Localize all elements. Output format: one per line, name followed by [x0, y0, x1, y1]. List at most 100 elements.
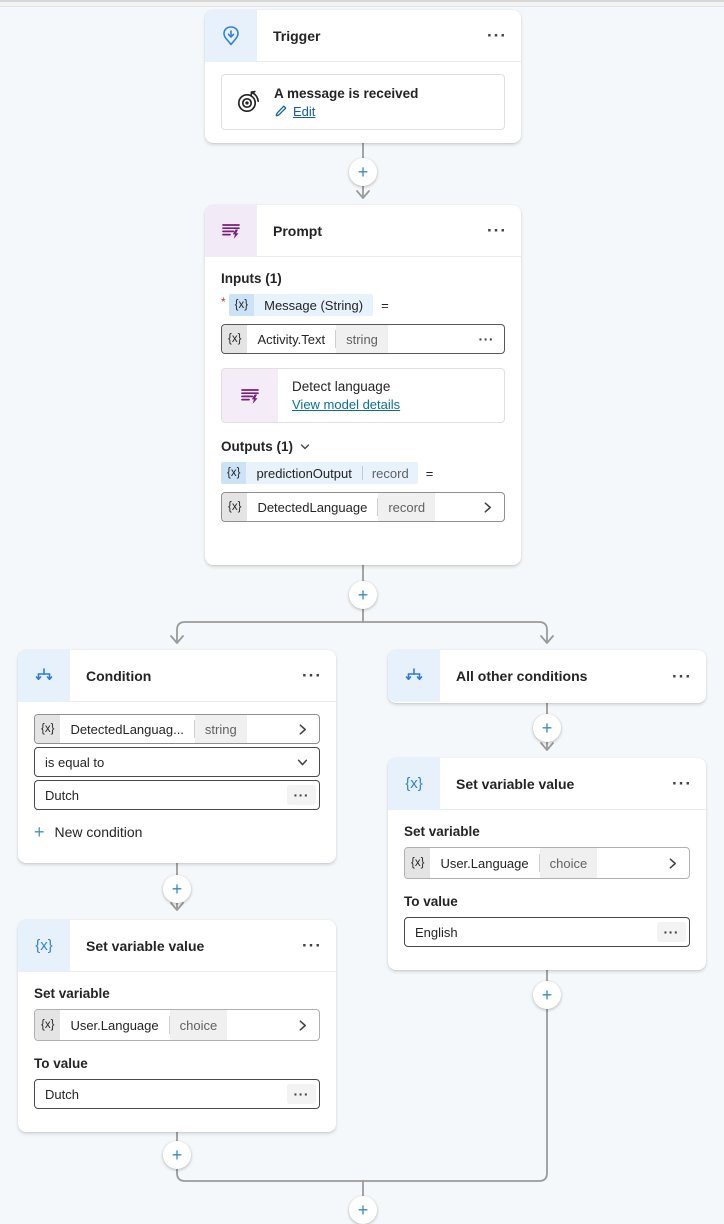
trigger-action-card[interactable]: A message is received Edit: [221, 74, 505, 130]
all-other-conditions-more-button[interactable]: ···: [672, 666, 692, 686]
trigger-header[interactable]: Trigger ···: [205, 9, 521, 62]
condition-value-more-button[interactable]: ···: [286, 784, 316, 806]
variable-name: User.Language: [440, 855, 529, 871]
add-node-button[interactable]: +: [349, 581, 377, 609]
set-variable-label: Set variable: [34, 986, 110, 1001]
add-node-button[interactable]: +: [349, 1196, 377, 1224]
branch-icon: [405, 668, 423, 681]
set-variable-node-right[interactable]: {x} Set variable value ··· Set variable …: [388, 757, 706, 970]
all-other-conditions-header[interactable]: All other conditions ···: [388, 650, 706, 702]
target-icon: [237, 90, 260, 113]
plus-icon: +: [171, 1145, 183, 1165]
set-variable-node-left[interactable]: {x} Set variable value ··· Set variable …: [18, 919, 336, 1132]
prompt-more-button[interactable]: ···: [487, 221, 507, 240]
variable-name: User.Language: [70, 1017, 159, 1033]
divider: [335, 330, 337, 348]
plus-icon: +: [34, 822, 45, 842]
condition-node[interactable]: Condition ··· {x} DetectedLanguag... str…: [18, 649, 336, 863]
plus-icon: +: [357, 585, 369, 605]
canvas-top-edge: [0, 0, 724, 7]
chevron-right-icon[interactable]: [666, 857, 679, 870]
to-value-more-button[interactable]: ···: [656, 921, 686, 943]
condition-title: Condition: [86, 667, 152, 684]
all-other-conditions-node[interactable]: All other conditions ···: [388, 650, 706, 703]
chevron-right-icon[interactable]: [296, 723, 309, 736]
equals-sign: =: [381, 297, 389, 313]
variable-type: choice: [539, 848, 598, 878]
plus-icon: +: [357, 1200, 369, 1220]
result-name: DetectedLanguage: [257, 499, 368, 515]
prompt-header[interactable]: Prompt ···: [205, 204, 521, 257]
variable-picker[interactable]: {x} User.Language choice: [34, 1009, 320, 1041]
add-node-button[interactable]: +: [533, 981, 561, 1009]
trigger-more-button[interactable]: ···: [487, 26, 507, 45]
set-variable-label: Set variable: [404, 824, 480, 839]
variable-chip-icon: {x}: [35, 1010, 61, 1040]
to-value-more-button[interactable]: ···: [286, 1083, 316, 1105]
set-variable-right-more-button[interactable]: ···: [672, 774, 692, 793]
add-node-button[interactable]: +: [163, 875, 191, 903]
divider: [193, 720, 195, 738]
prompt-icon-area: [205, 204, 257, 257]
chevron-right-icon[interactable]: [296, 1019, 309, 1032]
to-value-label: To value: [34, 1056, 88, 1071]
condition-header[interactable]: Condition ···: [18, 649, 336, 702]
model-card[interactable]: Detect language View model details: [221, 368, 505, 423]
to-value-input[interactable]: English ···: [404, 917, 690, 947]
prompt-input-row: * {x} Message (String) =: [221, 294, 505, 316]
set-variable-icon-area: {x}: [18, 919, 70, 972]
trigger-icon-area: [205, 9, 257, 62]
condition-icon-area: [18, 649, 70, 702]
outputs-label-row[interactable]: Outputs (1): [221, 439, 505, 454]
chevron-down-icon: [300, 443, 310, 449]
condition-operator-select[interactable]: is equal to: [34, 747, 320, 777]
plus-icon: +: [541, 985, 553, 1005]
trigger-title: Trigger: [273, 27, 321, 44]
set-variable-right-header[interactable]: {x} Set variable value ···: [388, 757, 706, 810]
condition-more-button[interactable]: ···: [302, 666, 322, 685]
set-variable-icon-area: {x}: [388, 757, 440, 810]
variable-picker[interactable]: {x} User.Language choice: [404, 847, 690, 879]
divider: [538, 854, 540, 872]
detected-language-picker[interactable]: {x} DetectedLanguage record: [221, 492, 505, 522]
condition-value-input[interactable]: Dutch ···: [34, 780, 320, 810]
add-node-button[interactable]: +: [533, 714, 561, 742]
variable-chip-icon: {x}: [222, 493, 248, 521]
result-type: record: [378, 493, 436, 521]
variable-chip-icon: {x}: [35, 715, 61, 743]
to-value-input[interactable]: Dutch ···: [34, 1079, 320, 1109]
value-name: Activity.Text: [257, 331, 326, 347]
variable-chip-icon: {x}: [228, 294, 255, 316]
new-condition-label: New condition: [54, 824, 143, 840]
set-variable-left-header[interactable]: {x} Set variable value ···: [18, 919, 336, 972]
prompt-title: Prompt: [273, 222, 322, 239]
branch-icon: [35, 667, 53, 680]
plus-icon: +: [171, 879, 183, 899]
set-variable-left-more-button[interactable]: ···: [302, 936, 322, 955]
value-more-button[interactable]: ···: [478, 330, 494, 347]
operand-name: DetectedLanguag...: [70, 721, 184, 737]
activity-text-input[interactable]: {x} Activity.Text string ···: [221, 324, 505, 354]
add-node-button[interactable]: +: [349, 158, 377, 186]
add-node-button[interactable]: +: [163, 1141, 191, 1169]
trigger-node[interactable]: Trigger ··· A message is received: [205, 9, 521, 143]
set-variable-left-title: Set variable value: [86, 937, 205, 954]
prompt-node[interactable]: Prompt ··· Inputs (1) * {x} Message (Str…: [205, 204, 521, 565]
variable-braces-icon: {x}: [405, 775, 423, 792]
trigger-edit-link[interactable]: Edit: [293, 103, 316, 119]
new-condition-button[interactable]: + New condition: [34, 823, 320, 841]
trigger-action-title: A message is received: [274, 85, 419, 101]
condition-operand-picker[interactable]: {x} DetectedLanguag... string: [34, 714, 320, 744]
input-name: Message (String): [264, 297, 364, 313]
plus-icon: +: [357, 162, 369, 182]
to-value: Dutch: [45, 1086, 79, 1102]
output-type: record: [371, 465, 409, 481]
variable-chip-icon: {x}: [405, 848, 431, 878]
chevron-right-icon[interactable]: [481, 501, 494, 514]
view-model-details-link[interactable]: View model details: [292, 397, 401, 412]
required-marker: *: [221, 295, 226, 309]
divider: [377, 498, 379, 516]
divider: [361, 466, 363, 480]
prompt-output-row: {x} predictionOutput record =: [221, 462, 505, 484]
